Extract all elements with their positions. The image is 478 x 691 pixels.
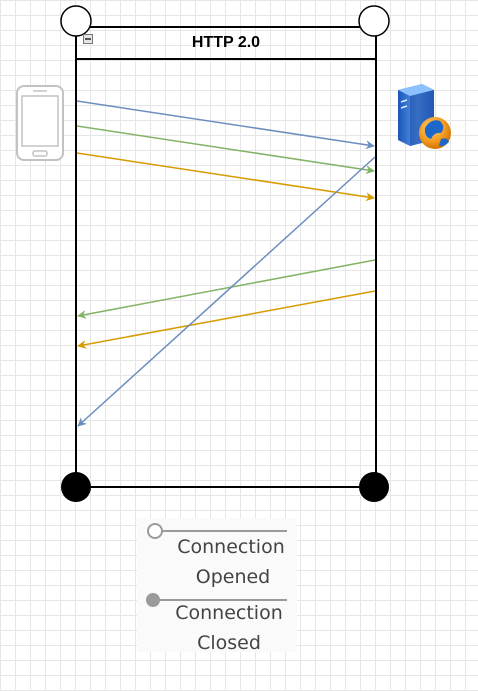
request-arrow-blue: [76, 100, 375, 150]
request-arrow-green: [76, 125, 375, 175]
connection-closed-marker-right: [359, 472, 389, 502]
smartphone-icon: [16, 85, 64, 161]
request-arrow-orange: [76, 152, 375, 202]
response-arrow-orange: [77, 290, 376, 349]
legend-symbols: [146, 523, 287, 607]
connection-opened-marker-right: [358, 5, 390, 37]
web-server-icon: [398, 84, 451, 149]
connection-opened-marker-left: [60, 5, 92, 37]
legend-closed-label-line2: Closed: [197, 632, 261, 654]
frame-title: HTTP 2.0: [191, 34, 261, 51]
legend: Connection Opened Connection Closed: [137, 518, 297, 654]
response-arrow-green: [77, 259, 376, 319]
legend-opened-label-line2: Opened: [195, 566, 271, 588]
connection-closed-marker-left: [61, 472, 91, 502]
legend-opened-label-line1: Connection: [177, 536, 285, 558]
legend-closed-label-line1: Connection: [175, 602, 283, 624]
http2-frame: [75, 26, 377, 488]
response-arrow-blue: [77, 156, 376, 427]
collapse-toggle-icon[interactable]: [83, 34, 93, 44]
